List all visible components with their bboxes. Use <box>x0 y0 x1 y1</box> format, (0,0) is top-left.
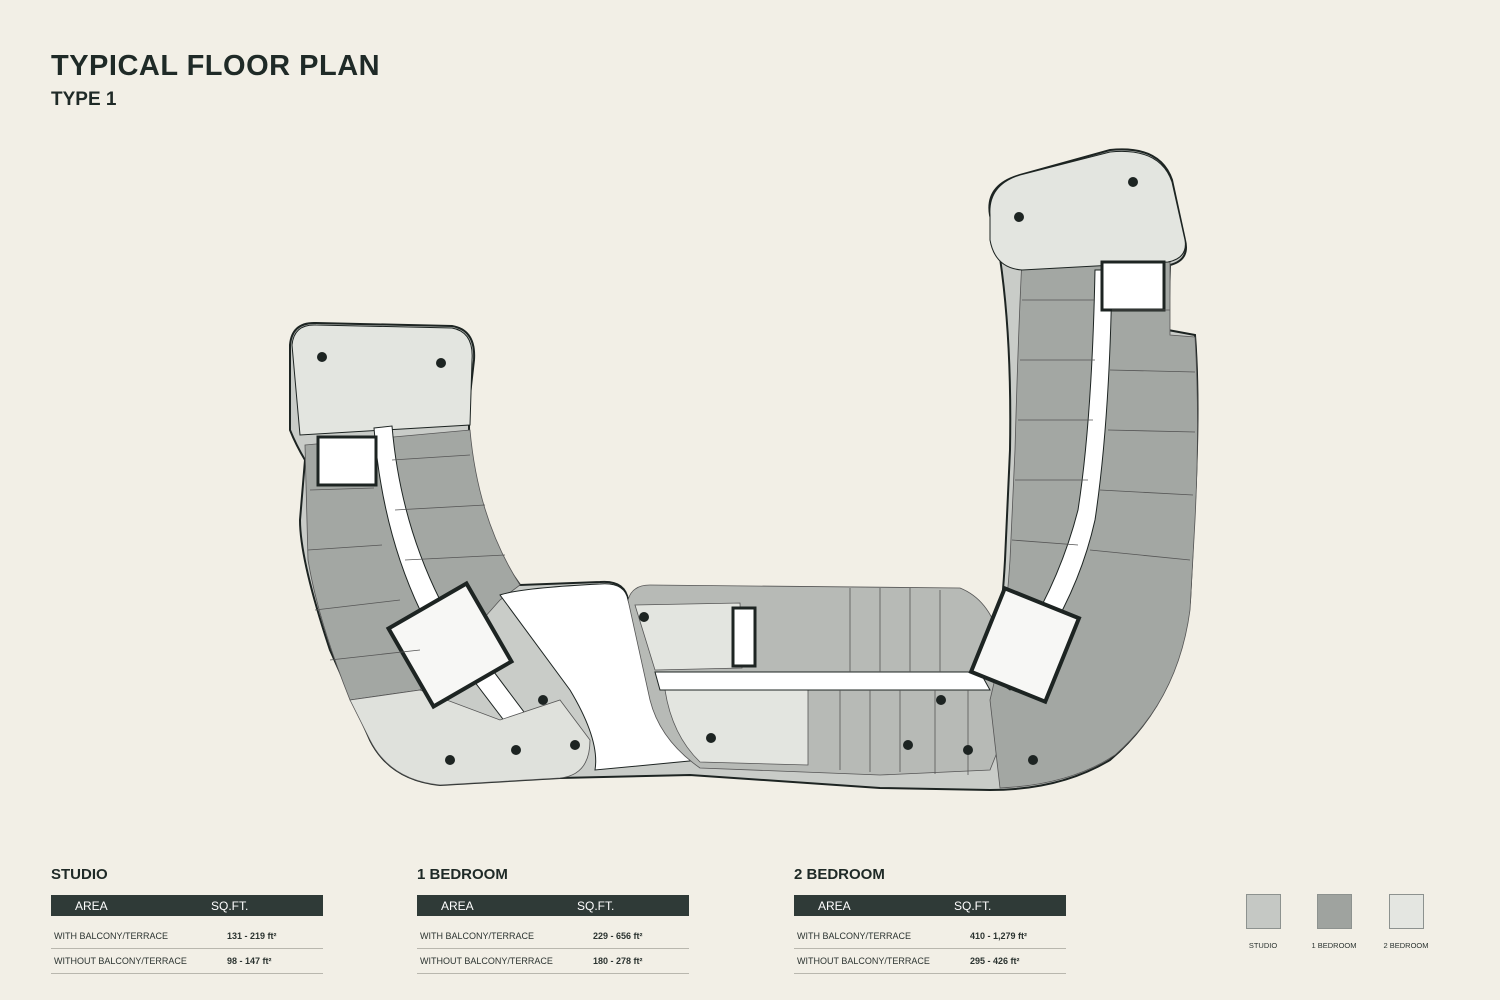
legend-swatch <box>1245 894 1281 929</box>
right-top-units <box>989 150 1186 271</box>
left-top-units <box>291 324 473 436</box>
table-row: WITHOUT BALCONY/TERRACE 295 - 426 ft² <box>794 949 1066 974</box>
legend-swatch <box>1388 894 1424 929</box>
row-label: WITHOUT BALCONY/TERRACE <box>54 956 187 966</box>
col-area: AREA <box>818 898 851 913</box>
columns <box>317 177 1138 765</box>
left-stair <box>316 435 378 487</box>
table-row: WITHOUT BALCONY/TERRACE 98 - 147 ft² <box>51 949 323 974</box>
row-label: WITH BALCONY/TERRACE <box>54 931 169 941</box>
table-title: 1 BEDROOM <box>417 866 508 883</box>
left-bottom-units <box>349 689 591 786</box>
table-row: WITH BALCONY/TERRACE 229 - 656 ft² <box>417 924 689 949</box>
table-title: 2 BEDROOM <box>794 866 885 883</box>
legend-swatch <box>1316 894 1352 929</box>
row-label: WITH BALCONY/TERRACE <box>797 931 912 941</box>
col-area: AREA <box>441 898 474 913</box>
table-header: AREA SQ.FT. <box>51 895 323 916</box>
table-title: STUDIO <box>51 866 108 883</box>
bottom-stair <box>731 606 757 668</box>
left-core <box>385 580 515 710</box>
col-sqft: SQ.FT. <box>577 898 615 913</box>
bottom-2br-units <box>634 602 743 671</box>
row-value: 410 - 1,279 ft² <box>970 931 1028 941</box>
col-sqft: SQ.FT. <box>954 898 992 913</box>
row-label: WITHOUT BALCONY/TERRACE <box>797 956 930 966</box>
col-sqft: SQ.FT. <box>211 898 249 913</box>
unit-partitions <box>307 299 1196 775</box>
row-label: WITHOUT BALCONY/TERRACE <box>420 956 553 966</box>
row-value: 180 - 278 ft² <box>593 956 643 966</box>
table-1-bedroom: 1 BEDROOM AREA SQ.FT. WITH BALCONY/TERRA… <box>417 866 689 974</box>
page-title: TYPICAL FLOOR PLAN <box>51 50 381 82</box>
table-header: AREA SQ.FT. <box>417 895 689 916</box>
legend-1-bedroom: 1 BEDROOM <box>1304 894 1364 950</box>
row-value: 131 - 219 ft² <box>227 931 277 941</box>
right-stair <box>1100 260 1166 312</box>
table-studio: STUDIO AREA SQ.FT. WITH BALCONY/TERRACE … <box>51 866 323 974</box>
legend-2-bedroom: 2 BEDROOM <box>1376 894 1436 950</box>
legend-label: 2 BEDROOM <box>1383 941 1429 950</box>
legend-studio: STUDIO <box>1233 894 1293 950</box>
table-header: AREA SQ.FT. <box>794 895 1066 916</box>
row-value: 295 - 426 ft² <box>970 956 1020 966</box>
table-2-bedroom: 2 BEDROOM AREA SQ.FT. WITH BALCONY/TERRA… <box>794 866 1066 974</box>
legend-label: STUDIO <box>1248 941 1278 950</box>
col-area: AREA <box>75 898 108 913</box>
page-subtitle: TYPE 1 <box>51 89 117 110</box>
row-value: 229 - 656 ft² <box>593 931 643 941</box>
bottom-2br-units-lower <box>664 689 809 766</box>
table-row: WITH BALCONY/TERRACE 131 - 219 ft² <box>51 924 323 949</box>
row-label: WITH BALCONY/TERRACE <box>420 931 535 941</box>
table-row: WITHOUT BALCONY/TERRACE 180 - 278 ft² <box>417 949 689 974</box>
row-value: 98 - 147 ft² <box>227 956 272 966</box>
bottom-corridor <box>654 671 991 691</box>
right-core <box>968 585 1082 705</box>
table-row: WITH BALCONY/TERRACE 410 - 1,279 ft² <box>794 924 1066 949</box>
legend-label: 1 BEDROOM <box>1311 941 1357 950</box>
